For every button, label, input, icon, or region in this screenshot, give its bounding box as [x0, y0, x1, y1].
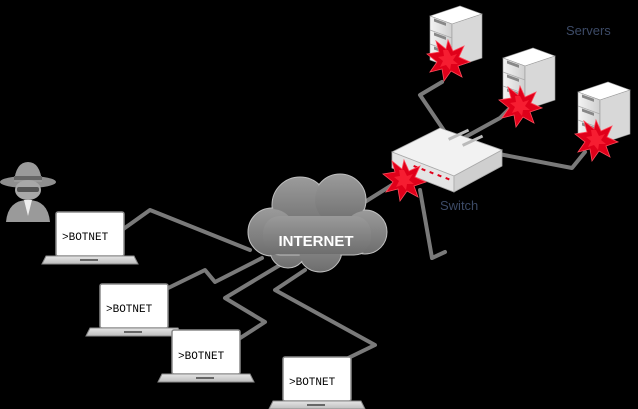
cable-switch-server3 [476, 148, 587, 170]
cable-laptop2-internet [158, 256, 264, 294]
servers-label: Servers [566, 23, 611, 38]
cable-laptop4-internet [273, 268, 377, 364]
laptop-4-screen-text: >BOTNET [289, 377, 336, 389]
laptop-3: >BOTNET [157, 329, 255, 383]
laptop-1-screen-text: >BOTNET [62, 232, 109, 244]
switch-device [391, 127, 503, 193]
cable-laptop3-internet [223, 260, 287, 344]
switch-label: Switch [440, 198, 478, 213]
cable-switch-server2 [458, 106, 512, 142]
internet-cloud: INTERNET [247, 173, 388, 273]
laptop-2: >BOTNET [85, 283, 183, 337]
laptop-2-screen-text: >BOTNET [106, 304, 153, 316]
laptop-4: >BOTNET [268, 356, 366, 409]
network-cables [120, 80, 587, 364]
cable-laptop1-internet [120, 208, 252, 252]
cable-switch-server1 [418, 80, 447, 134]
laptop-1: >BOTNET [41, 211, 139, 265]
internet-label: INTERNET [279, 233, 354, 250]
hacker-icon [0, 162, 56, 222]
laptop-3-screen-text: >BOTNET [178, 351, 225, 363]
cable-switch-down [418, 188, 447, 260]
